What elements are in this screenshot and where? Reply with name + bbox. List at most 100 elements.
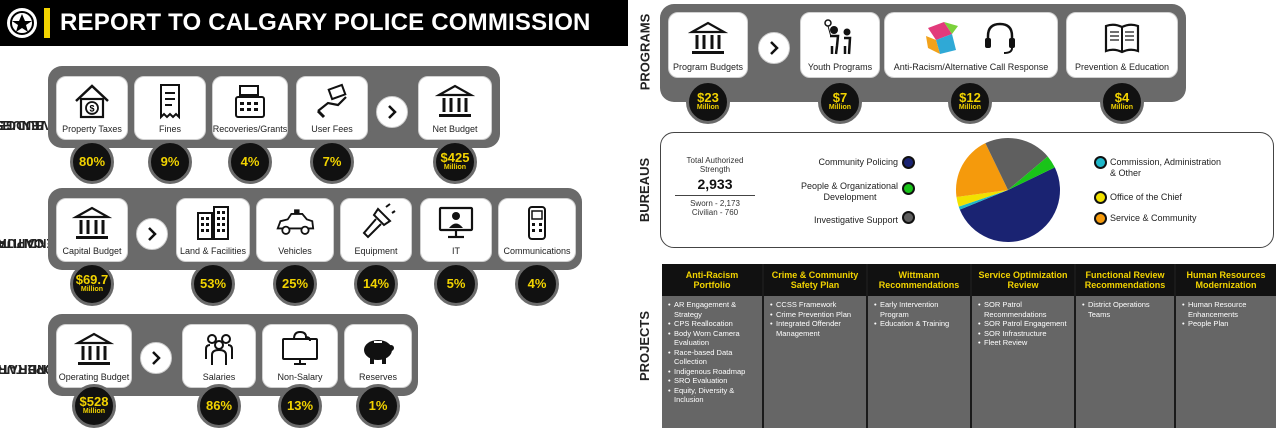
programs-label: PROGRAMS xyxy=(637,13,652,91)
card-label: Fines xyxy=(158,124,181,134)
project-item: SOR Patrol Recommendations xyxy=(978,300,1070,319)
sworn-count: Sworn - 2,173 xyxy=(690,199,740,208)
project-item: CCSS Framework xyxy=(770,300,862,310)
legend-dot-4 xyxy=(1094,191,1107,204)
card-label: Recoveries/Grants xyxy=(212,124,288,134)
project-item: Race-based Data Collection xyxy=(668,348,758,367)
monitor-cloud-icon xyxy=(282,330,318,365)
card-label: Salaries xyxy=(202,372,236,382)
card-label: Non-Salary xyxy=(277,372,323,382)
project-item: Body Worn Camera Evaluation xyxy=(668,329,758,348)
bureau-label-community-policing: Community Policing xyxy=(818,157,898,167)
legend-dot-0 xyxy=(902,156,915,169)
project-item: District Operations Teams xyxy=(1082,300,1170,319)
card-label: Equipment xyxy=(354,246,398,256)
bank-icon xyxy=(688,21,728,54)
legend-dot-3 xyxy=(1094,156,1107,169)
legend-dot-1 xyxy=(902,182,915,195)
cash-register-icon xyxy=(235,84,265,118)
svg-text:$: $ xyxy=(89,103,94,113)
capital-expenditures-label: CAPITALEXPENDITURES xyxy=(0,236,82,251)
revenue-card-property-taxes: $ Property Taxes xyxy=(56,76,128,140)
legend-dot-2 xyxy=(902,211,915,224)
card-label: Program Budgets xyxy=(672,62,744,72)
revenue-card-recoveries-grants: Recoveries/Grants xyxy=(212,76,288,140)
capital-card-vehicles: Vehicles xyxy=(256,198,334,262)
bureau-pie-chart xyxy=(956,137,1060,243)
card-label: Vehicles xyxy=(278,246,312,256)
flashlight-icon xyxy=(362,202,396,238)
capital-card-communications: Communications xyxy=(498,198,576,262)
civilian-count: Civilian - 760 xyxy=(691,208,739,217)
operating-card-salaries: Salaries xyxy=(182,324,256,388)
program-card-anti-racism: Anti-Racism/Alternative Call Response xyxy=(884,12,1058,78)
pie-slice-2 xyxy=(956,190,1008,207)
program-card-youth: Youth Programs xyxy=(800,12,880,78)
computer-user-icon xyxy=(438,206,474,238)
card-label: User Fees xyxy=(311,124,353,134)
project-item: AR Engagement & Strategy xyxy=(668,300,758,319)
value-badge: 1% xyxy=(356,384,400,428)
project-item: SOR Infrastructure xyxy=(978,329,1070,339)
pie-slice-0 xyxy=(959,167,1060,243)
bank-icon xyxy=(435,84,475,117)
kids-icon xyxy=(824,18,852,54)
header-bar: REPORT TO CALGARY POLICE COMMISSION xyxy=(0,0,628,46)
project-item: Crime Prevention Plan xyxy=(770,310,862,320)
capital-card-land-facilities: Land & Facilities xyxy=(176,198,250,262)
page-title: REPORT TO CALGARY POLICE COMMISSION xyxy=(60,9,591,36)
operating-card-non-salary: Non-Salary xyxy=(262,324,338,388)
capital-card-it: IT xyxy=(420,198,492,262)
card-label: Operating Budget xyxy=(58,372,130,382)
chevron-right-icon xyxy=(140,342,172,374)
project-item: CPS Reallocation xyxy=(668,319,758,329)
bank-icon xyxy=(74,332,114,365)
total-strength-label: Total Authorized xyxy=(686,156,744,165)
card-label: IT xyxy=(452,246,460,256)
hand-money-icon xyxy=(316,83,347,118)
police-car-icon xyxy=(276,208,315,235)
card-label: Anti-Racism/Alternative Call Response xyxy=(893,62,1049,72)
value-badge: 4% xyxy=(515,262,559,306)
total-strength-value: 2,933 xyxy=(697,176,733,192)
receipt-icon xyxy=(160,83,180,119)
people-icon xyxy=(205,333,233,365)
value-badge: 86% xyxy=(197,384,241,428)
bureau-label-commission: Commission, Administration& Other xyxy=(1110,157,1222,178)
project-item: Human Resource Enhancements xyxy=(1182,300,1272,319)
radio-icon xyxy=(528,205,546,240)
card-label: Prevention & Education xyxy=(1074,62,1170,72)
operating-expenditures-label: OPERATINGEXPENDITURES xyxy=(0,362,82,377)
bank-icon xyxy=(72,206,112,239)
chevron-right-icon xyxy=(758,32,790,64)
card-label: Property Taxes xyxy=(62,124,122,134)
pie-slice-1 xyxy=(958,190,1008,210)
project-item: Early Intervention Program xyxy=(874,300,966,319)
value-badge: 14% xyxy=(354,262,398,306)
value-badge: 13% xyxy=(278,384,322,428)
capital-budget-card: Capital Budget xyxy=(56,198,128,262)
value-badge: 53% xyxy=(191,262,235,306)
house-dollar-icon: $ xyxy=(75,83,109,118)
value-badge: 9% xyxy=(148,140,192,184)
project-item: Indigenous Roadmap xyxy=(668,367,758,377)
project-item: Education & Training xyxy=(874,319,966,329)
pie-slice-3 xyxy=(956,143,1008,198)
operating-card-reserves: Reserves xyxy=(344,324,412,388)
piggy-bank-icon xyxy=(364,339,394,364)
revenue-card-fines: Fines xyxy=(134,76,206,140)
